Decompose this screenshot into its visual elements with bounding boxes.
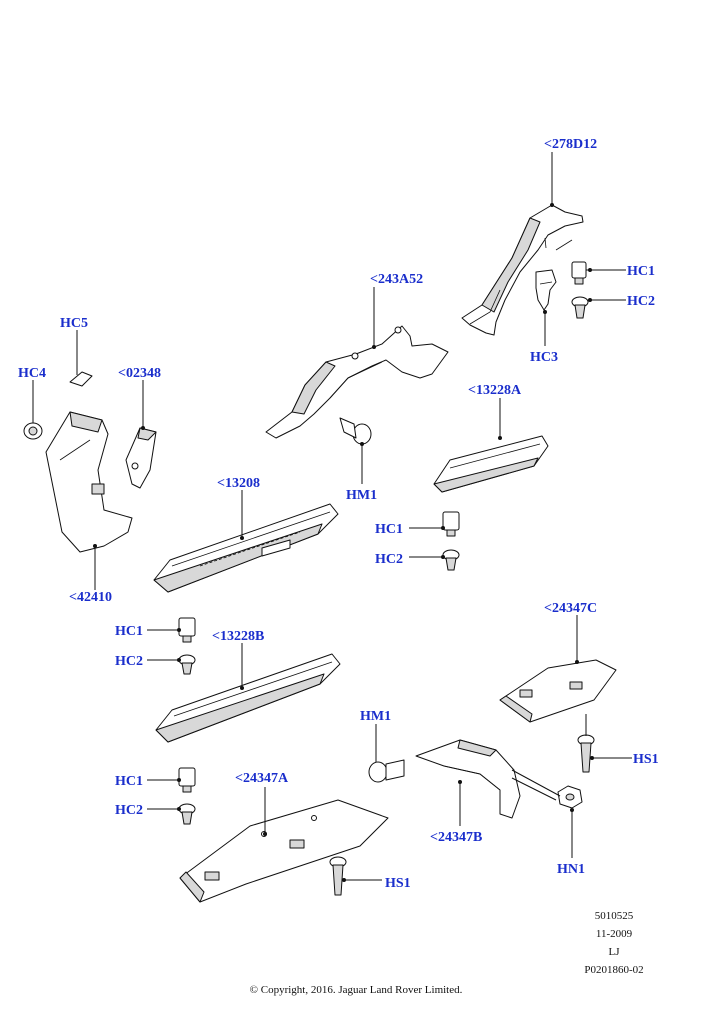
clip-hc1-upper [571,261,587,285]
label-hc2-left-a: HC2 [115,654,143,669]
label-hc1-mid: HC1 [375,522,403,537]
part-13228a [433,435,549,493]
clip-hc3 [535,269,557,311]
clip-hc4 [23,422,43,440]
pin-hm1-upper [339,417,372,445]
part-243a52 [265,325,449,439]
label-243a52: <243A52 [370,272,423,287]
part-278d12 [461,204,584,336]
label-24347a: <24347A [235,771,289,786]
clip-hc1-left-a [178,617,196,643]
label-hs1-lower: HS1 [385,876,411,891]
label-13228a: <13228A [468,383,522,398]
label-hc4: HC4 [18,366,46,381]
clip-hc1-left-b [178,767,196,793]
label-hn1: HN1 [557,862,585,877]
label-hc5: HC5 [60,316,88,331]
pin-hm1-lower [368,759,405,783]
part-24347b [415,739,521,819]
clip-hc2-left-b [178,803,196,825]
clip-hc2-upper [571,296,589,319]
clip-hc1-mid [442,511,460,537]
label-hc1-upper: HC1 [627,264,655,279]
part-24347a [179,799,389,903]
part-42410 [45,411,133,553]
label-02348: <02348 [118,366,161,381]
copyright: © Copyright, 2016. Jaguar Land Rover Lim… [250,984,463,996]
meta-ref: 5010525 [595,910,634,922]
label-278d12: <278D12 [544,137,597,152]
screw-hs1-lower [329,856,347,896]
label-hm1-lower: HM1 [360,709,391,724]
label-hc2-mid: HC2 [375,552,403,567]
label-24347c: <24347C [544,601,597,616]
meta-code: P0201860-02 [584,964,643,976]
label-hc1-left-b: HC1 [115,774,143,789]
label-hs1-right: HS1 [633,752,659,767]
label-24347b: <24347B [430,830,482,845]
label-hc2-upper: HC2 [627,294,655,309]
label-hc3: HC3 [530,350,558,365]
meta-initials: LJ [609,946,621,958]
part-24347c [499,659,617,723]
part-02348 [125,427,157,489]
meta-date: 11-2009 [596,928,633,940]
label-hc1-left-a: HC1 [115,624,143,639]
part-13228b [155,653,341,743]
clip-hc2-left-a [178,654,196,675]
label-13228b: <13228B [212,629,264,644]
clip-hc5 [69,371,93,387]
label-42410: <42410 [69,590,112,605]
label-hc2-left-b: HC2 [115,803,143,818]
nut-hn1 [557,785,583,809]
label-13208: <13208 [217,476,260,491]
part-13208 [153,503,339,593]
screw-hs1-right [577,734,595,773]
label-hm1-upper: HM1 [346,488,377,503]
clip-hc2-mid [442,549,460,571]
